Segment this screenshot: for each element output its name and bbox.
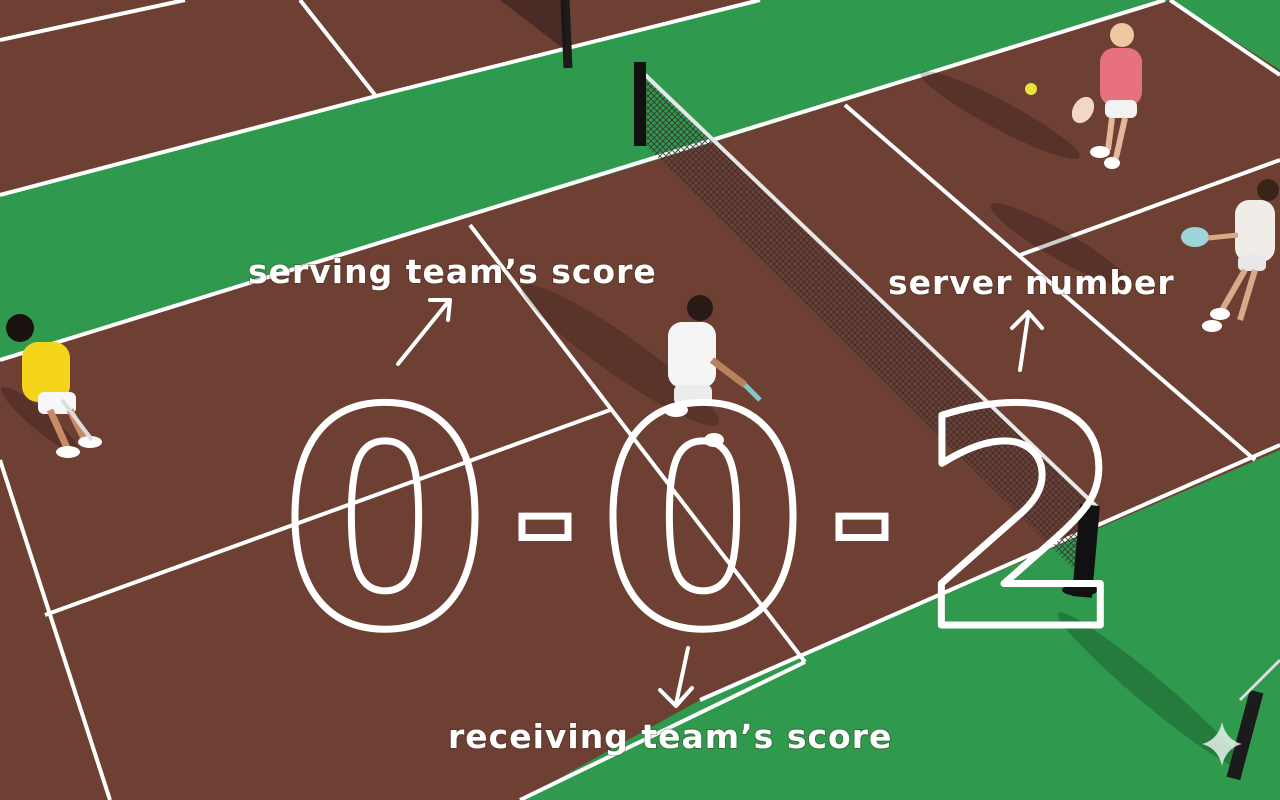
score-separator-2: - bbox=[831, 432, 893, 606]
right-court bbox=[845, 0, 1280, 255]
server-number-label: server number bbox=[888, 263, 1175, 302]
sparkle-icon bbox=[1202, 722, 1242, 766]
upper-court-lines bbox=[0, 0, 761, 197]
score-separator-1: - bbox=[514, 432, 576, 606]
receiving-team-score-digit: 0 bbox=[599, 347, 808, 696]
player-center bbox=[664, 295, 762, 447]
arrow-serving bbox=[396, 298, 452, 366]
receiving-team-score-label: receiving team’s score bbox=[448, 717, 892, 756]
player-pink bbox=[1025, 23, 1142, 169]
arrow-receiving bbox=[658, 646, 694, 708]
server-number-digit: 2 bbox=[918, 347, 1127, 696]
net bbox=[634, 62, 1100, 598]
player-white-right bbox=[1181, 179, 1279, 332]
player-yellow bbox=[6, 314, 102, 458]
arrow-server bbox=[1010, 310, 1044, 372]
serving-team-score-digit: 0 bbox=[281, 347, 490, 696]
serving-team-score-label: serving team’s score bbox=[248, 252, 657, 291]
upper-court bbox=[0, 0, 760, 195]
